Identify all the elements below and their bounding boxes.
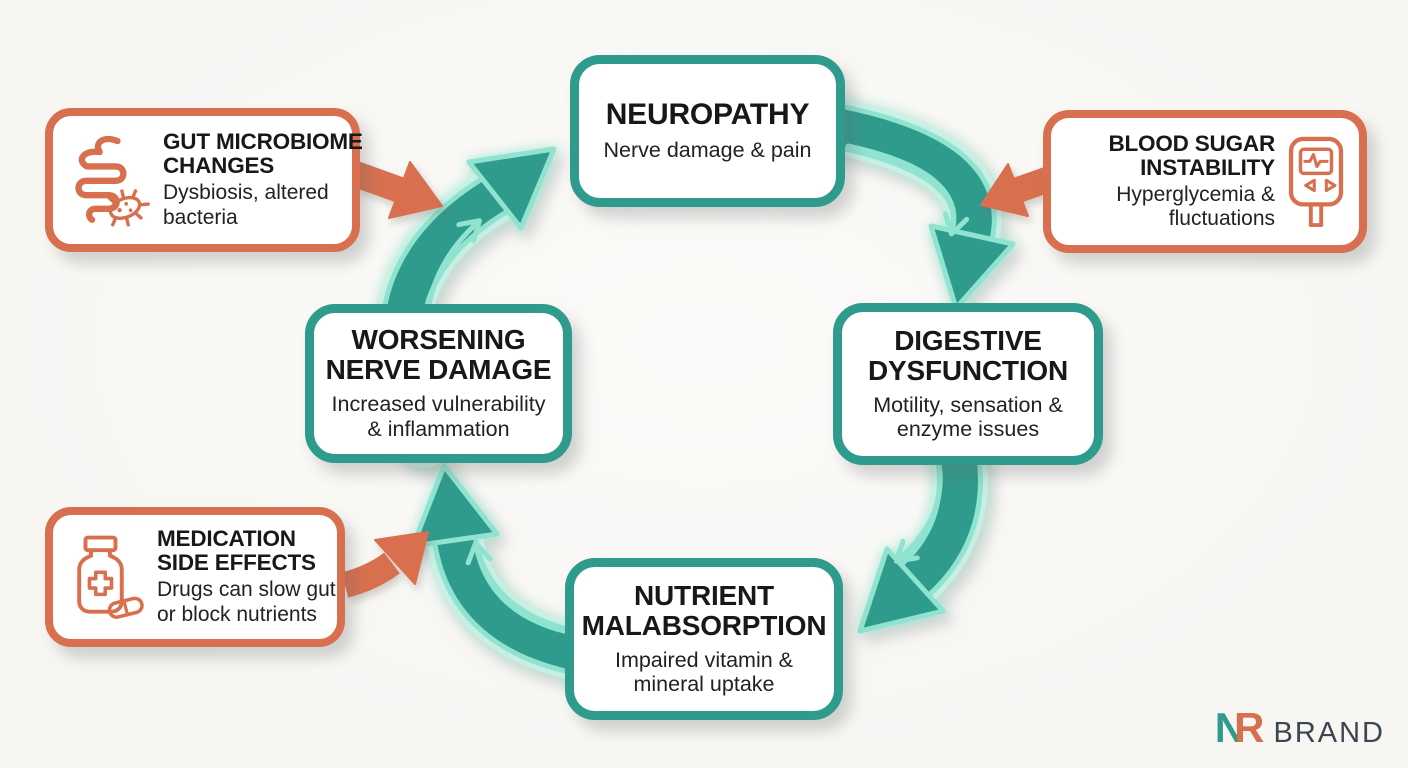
- factor-blood-sugar-instability: BLOOD SUGAR INSTABILITY Hyperglycemia & …: [1043, 110, 1367, 253]
- node-subtitle: Motility, sensation &: [873, 392, 1063, 417]
- logo-letter-n: N: [1214, 704, 1245, 751]
- node-title: WORSENING: [351, 324, 526, 356]
- logo-text: BRAND: [1273, 717, 1385, 749]
- arrow-medication-input: [341, 531, 429, 598]
- factor-title: SIDE EFFECTS: [157, 550, 316, 576]
- factor-subtitle: Drugs can slow gut: [157, 578, 336, 602]
- node-subtitle: Impaired vitamin &: [614, 647, 794, 672]
- node-subtitle: Increased vulnerability: [331, 392, 546, 417]
- node-subtitle: & inflammation: [367, 416, 510, 441]
- node-title: MALABSORPTION: [581, 609, 827, 641]
- node-title: NEUROPATHY: [605, 97, 810, 131]
- factor-subtitle: fluctuations: [1168, 207, 1275, 231]
- node-subtitle: Nerve damage & pain: [603, 138, 812, 163]
- factor-medication-side-effects: MEDICATION SIDE EFFECTS Drugs can slow g…: [45, 507, 345, 647]
- node-title: NUTRIENT: [634, 579, 774, 611]
- node-subtitle: mineral uptake: [633, 672, 775, 697]
- arrow-neuropathy-to-digestive: [802, 97, 1016, 311]
- logo-letter-r: R: [1234, 704, 1265, 751]
- brand-logo: N R BRAND: [1215, 704, 1385, 752]
- arrow-bloodsugar-input: [980, 163, 1057, 217]
- node-title: NERVE DAMAGE: [325, 354, 552, 386]
- arrow-gut-input: [345, 159, 443, 219]
- factor-gut-microbiome-changes: GUT MICROBIOME CHANGES Dysbiosis, altere…: [45, 108, 363, 252]
- factor-title: MEDICATION: [157, 526, 296, 552]
- node-subtitle: enzyme issues: [896, 417, 1040, 442]
- node-digestive-dysfunction: DIGESTIVE DYSFUNCTION Motility, sensatio…: [833, 303, 1103, 465]
- glucose-meter-icon: [1288, 136, 1344, 227]
- intestines-bacteria-icon: [75, 135, 150, 227]
- factor-subtitle: Dysbiosis, altered: [163, 181, 329, 205]
- factor-subtitle: or block nutrients: [157, 602, 317, 626]
- factor-subtitle: Hyperglycemia &: [1116, 182, 1275, 206]
- factor-title: GUT MICROBIOME: [163, 129, 363, 155]
- pill-bottle-icon: [77, 535, 144, 619]
- node-title: DIGESTIVE: [894, 324, 1042, 356]
- node-neuropathy: NEUROPATHY Nerve damage & pain: [570, 55, 845, 207]
- node-title: DYSFUNCTION: [867, 354, 1069, 386]
- factor-title: INSTABILITY: [1140, 154, 1275, 180]
- factor-subtitle: bacteria: [163, 205, 238, 229]
- factor-title: BLOOD SUGAR: [1108, 130, 1275, 156]
- factor-title: CHANGES: [163, 153, 275, 179]
- arrow-digestive-to-nutrient: [857, 412, 988, 634]
- node-nutrient-malabsorption: NUTRIENT MALABSORPTION Impaired vitamin …: [565, 558, 843, 720]
- node-worsening-nerve-damage: WORSENING NERVE DAMAGE Increased vulnera…: [305, 304, 572, 463]
- arrow-nutrient-to-worsening: [410, 463, 618, 683]
